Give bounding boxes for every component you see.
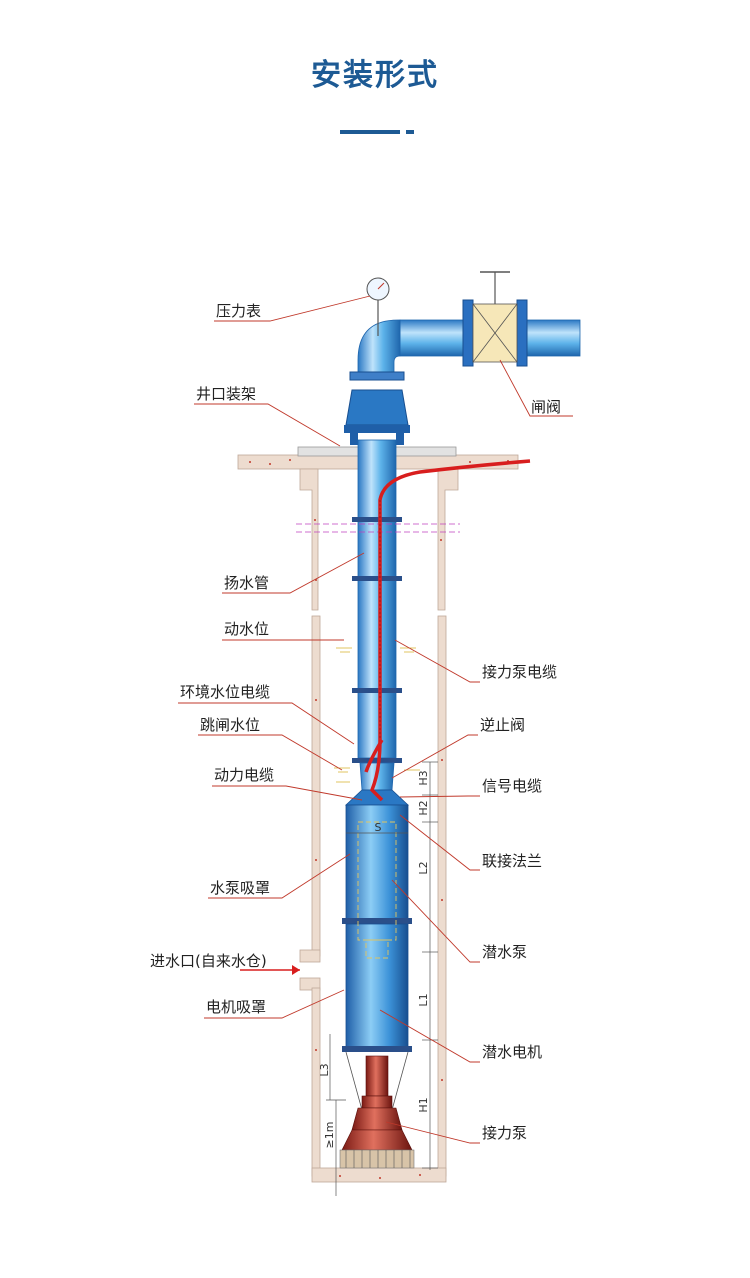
dimension-lines — [326, 761, 438, 1196]
label-dynamic-water-level: 动水位 — [224, 620, 269, 638]
label-booster-pump: 接力泵 — [482, 1124, 527, 1142]
riser-pipe — [352, 439, 402, 763]
page-title: 安装形式 — [311, 58, 439, 93]
label-booster-cable: 接力泵电缆 — [482, 663, 557, 681]
dim-h3: H3 — [417, 770, 430, 785]
label-motor-shroud: 电机吸罩 — [206, 998, 266, 1016]
dim-l1: L1 — [417, 993, 430, 1006]
pump-body — [342, 804, 412, 1052]
label-pressure-gauge: 压力表 — [216, 302, 261, 320]
dim-l2: L2 — [417, 861, 430, 874]
callout-labels: 压力表 井口装架 闸阀 扬水管 动水位 接力泵电缆 环境水位电缆 跳闸水位 逆止… — [150, 302, 561, 1142]
label-coupling-flange: 联接法兰 — [482, 852, 542, 870]
water-level-marks — [334, 647, 420, 783]
label-wellhead-frame: 井口装架 — [196, 385, 256, 403]
label-gate-valve: 闸阀 — [531, 398, 561, 416]
well-structure — [237, 446, 519, 1183]
dim-clearance: ≥1m — [323, 1122, 336, 1149]
wellhead-frame-icon — [344, 371, 410, 445]
dim-h1: H1 — [417, 1097, 430, 1112]
leader-lines — [178, 295, 573, 1144]
title-underline-dot — [406, 130, 414, 134]
dim-s: S — [375, 821, 382, 834]
label-trip-level: 跳闸水位 — [200, 716, 260, 734]
label-check-valve: 逆止阀 — [480, 716, 525, 734]
reference-lines — [296, 523, 460, 533]
label-env-level-cable: 环境水位电缆 — [180, 683, 270, 701]
label-inlet: 进水口(自来水仓) — [150, 952, 267, 970]
pressure-gauge-icon — [366, 277, 390, 336]
dim-l3: L3 — [318, 1063, 331, 1076]
booster-pump-icon — [339, 1051, 415, 1169]
label-signal-cable: 信号电缆 — [482, 777, 542, 795]
power-cable — [364, 459, 531, 802]
gate-valve-icon — [462, 271, 528, 367]
label-submersible-motor: 潜水电机 — [482, 1043, 542, 1061]
label-pump-shroud: 水泵吸罩 — [210, 879, 270, 897]
title-underline — [340, 130, 400, 134]
inlet-arrow-icon — [240, 965, 300, 975]
label-riser-pipe: 扬水管 — [224, 574, 269, 592]
label-power-cable: 动力电缆 — [214, 766, 274, 784]
dim-h2: H2 — [417, 800, 430, 815]
label-submersible-pump: 潜水泵 — [482, 943, 527, 961]
